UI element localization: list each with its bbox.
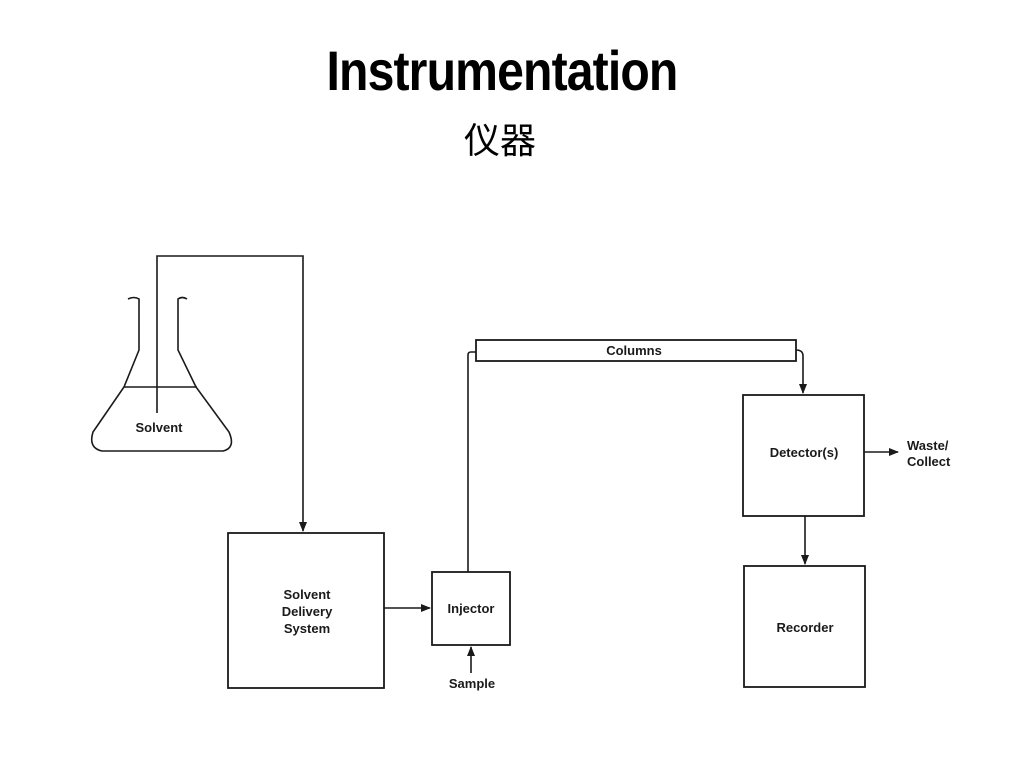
injector-box: Injector — [431, 571, 511, 646]
column-to-detector-arrow — [795, 349, 807, 394]
sds-label-line2: Delivery — [282, 604, 333, 619]
solvent-label: Solvent — [136, 420, 184, 435]
sds-label-line3: System — [284, 621, 330, 636]
sds-label-line1: Solvent — [284, 587, 332, 602]
injector-to-column-line — [467, 351, 476, 572]
recorder-box: Recorder — [743, 565, 866, 688]
slide-subtitle: 仪器 — [463, 121, 536, 162]
waste-label-line1: Waste/ — [907, 438, 949, 453]
sample-label: Sample — [449, 676, 495, 691]
flask-outline — [90, 296, 233, 452]
injector-label: Injector — [448, 601, 495, 616]
columns-label: Columns — [606, 343, 662, 358]
detector-label: Detector(s) — [770, 445, 839, 460]
waste-label-line2: Collect — [907, 454, 951, 469]
slide-title: Instrumentation — [326, 39, 679, 102]
solvent-flask: Solvent — [90, 296, 233, 452]
recorder-label: Recorder — [776, 620, 833, 635]
detector-box: Detector(s) — [742, 394, 865, 517]
solvent-delivery-system-box: Solvent Delivery System — [227, 532, 385, 689]
solvent-line — [156, 255, 307, 532]
columns-bar: Columns — [475, 339, 797, 362]
